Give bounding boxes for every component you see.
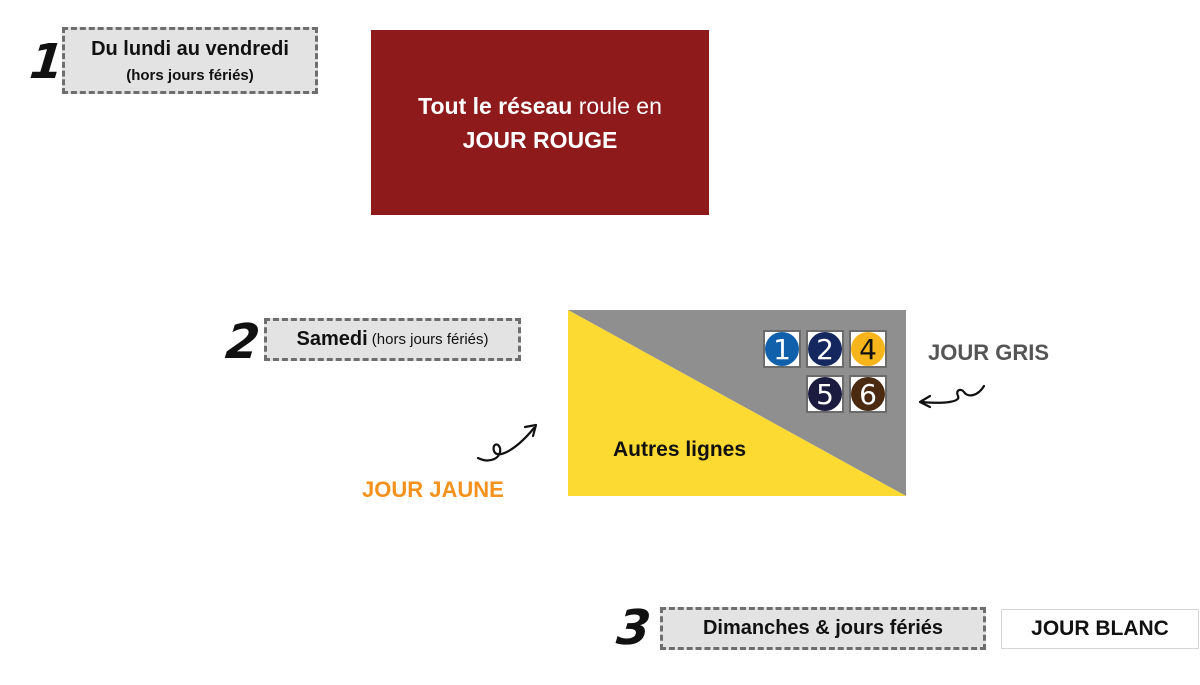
jour-blanc-label: JOUR BLANC (1031, 617, 1169, 640)
step3-day-box: Dimanches & jours fériés (660, 607, 986, 650)
arrow-to-gray-icon (918, 384, 986, 409)
step3-title: Dimanches & jours fériés (702, 617, 944, 639)
line-6-icon: 6 (851, 377, 885, 411)
jour-blanc-box: JOUR BLANC (1001, 609, 1199, 649)
line-4-icon: 4 (851, 332, 885, 366)
line-badge-6: 6 (849, 375, 887, 413)
jour-rouge-bold: Tout le réseau (418, 92, 573, 119)
other-lines-label: Autres lignes (613, 438, 747, 461)
step1-day-box: Du lundi au vendredi (hors jours fériés) (62, 27, 318, 94)
line-2-icon: 2 (808, 332, 842, 366)
arrow-to-yellow-icon (476, 423, 538, 462)
yellow-triangle (568, 310, 906, 496)
line-badge-2: 2 (806, 330, 844, 368)
line-5-icon: 5 (808, 377, 842, 411)
jour-jaune-label: JOUR JAUNE (362, 477, 504, 502)
line-badge-5: 5 (806, 375, 844, 413)
jour-rouge-line1: Tout le réseau roule en (418, 89, 662, 123)
step1-title: Du lundi au vendredi (91, 37, 289, 60)
step2-day-box: Samedi (hors jours fériés) (264, 318, 521, 361)
line-badge-4: 4 (849, 330, 887, 368)
step2-title-bold: Samedi (296, 328, 368, 350)
step-number-3: 3 (614, 600, 654, 656)
line-1-icon: 1 (765, 332, 799, 366)
step1-subtitle: (hors jours fériés) (126, 66, 254, 84)
line-badge-1: 1 (763, 330, 801, 368)
jour-gris-label: JOUR GRIS (928, 340, 1050, 365)
step-number-2: 2 (223, 314, 263, 370)
jour-rouge-rest: roule en (572, 92, 662, 119)
jour-rouge-box: Tout le réseau roule en JOUR ROUGE (371, 30, 709, 215)
step-number-1: 1 (27, 34, 67, 90)
step2-title-rest: (hors jours fériés) (367, 331, 489, 348)
jour-rouge-label: JOUR ROUGE (462, 126, 618, 153)
